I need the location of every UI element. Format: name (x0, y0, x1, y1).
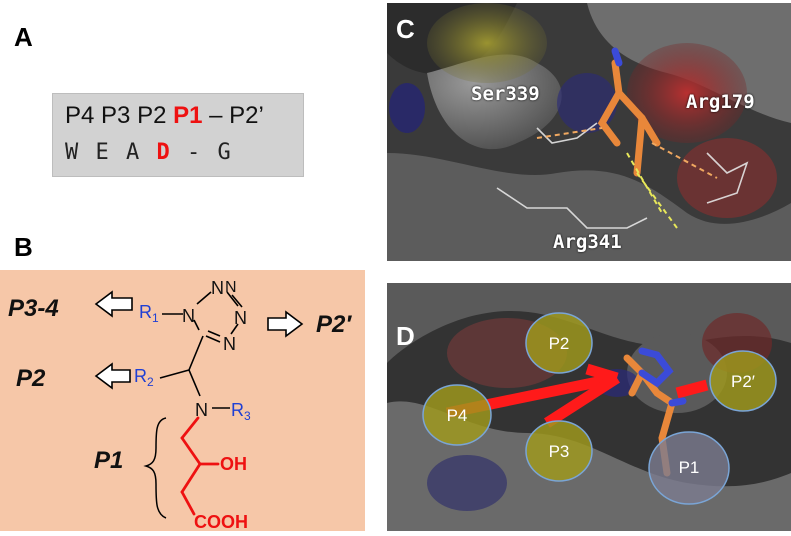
residue-row: W E A D - G (65, 140, 233, 165)
pocket-p1 (648, 431, 730, 505)
sequence-box: P4 P3 P2 P1 – P2’ W E A D - G (52, 93, 304, 177)
pocket-p3 (525, 420, 593, 482)
pocket-p2 (525, 312, 593, 374)
binding-site-render-c: C Ser339 Arg179 Arg341 (387, 3, 791, 261)
position-p3: P3 (101, 102, 131, 129)
pocket-label-p2: P2 (549, 334, 570, 353)
position-p4: P4 (65, 102, 95, 129)
panel-letter-c: C (396, 14, 415, 44)
position-p2: P2 (137, 102, 167, 129)
label-p2: P2 (16, 365, 46, 392)
pocket-p4 (422, 384, 492, 446)
panel-letter-d: D (396, 321, 415, 351)
pocket-label-p4: P4 (447, 406, 468, 425)
position-p1: P1 (173, 102, 203, 129)
residue-d: D (156, 140, 172, 165)
p1-bonds (180, 416, 220, 516)
p1-brace (143, 417, 167, 519)
pocket-label-p2-prime: P2′ (731, 372, 755, 391)
panel-letter-a: A (14, 22, 33, 52)
backbone-bonds (159, 335, 230, 409)
pocket-label-p3: P3 (549, 442, 570, 461)
r2-label: R2 (134, 366, 154, 389)
atom-n-tet-2: N (225, 279, 237, 296)
residue-e: E (95, 140, 111, 165)
arrow-p2-prime-icon (267, 310, 304, 338)
surface-render-c (387, 3, 791, 261)
tetrazole-bonds (162, 291, 243, 343)
atom-n-tet-1: N (211, 278, 224, 298)
atom-n-amine: N (195, 400, 208, 420)
hydroxyl-label: OH (220, 454, 247, 474)
residue-dash: - (187, 140, 203, 165)
scaffold-diagram: P3-4 P2 P1 P2′ (8, 278, 352, 532)
arrow-p2-icon (94, 362, 131, 390)
residue-w: W (65, 140, 81, 165)
label-p2-prime: P2′ (316, 311, 352, 338)
atom-n-tet-5: N (182, 306, 195, 326)
position-row: P4 P3 P2 P1 – P2’ (65, 102, 264, 130)
residue-g: G (217, 140, 233, 165)
label-ser339: Ser339 (471, 83, 540, 105)
carboxyl-label: COOH (194, 512, 248, 531)
r1-label: R1 (139, 302, 159, 325)
panel-letter-b: B (14, 232, 33, 262)
position-p2-prime: P2’ (229, 102, 264, 129)
label-arg341: Arg341 (553, 231, 622, 253)
binding-site-render-d: P2 P4 P3 P1 P2′ D (387, 283, 791, 531)
residue-a: A (126, 140, 142, 165)
label-p34: P3-4 (8, 295, 59, 322)
r3-label: R3 (231, 400, 251, 423)
pocket-label-p1: P1 (679, 458, 700, 477)
pocket-p2-prime (709, 350, 777, 412)
scaffold-panel: P3-4 P2 P1 P2′ (0, 270, 365, 532)
label-p1: P1 (94, 447, 123, 474)
arrow-p34-icon (94, 290, 133, 318)
atom-n-tet-3: N (234, 308, 247, 328)
scissile-dash: – (209, 102, 223, 129)
label-arg179: Arg179 (686, 91, 755, 113)
surface-render-d: P2 P4 P3 P1 P2′ (387, 283, 791, 531)
atom-n-tet-4: N (223, 334, 236, 354)
